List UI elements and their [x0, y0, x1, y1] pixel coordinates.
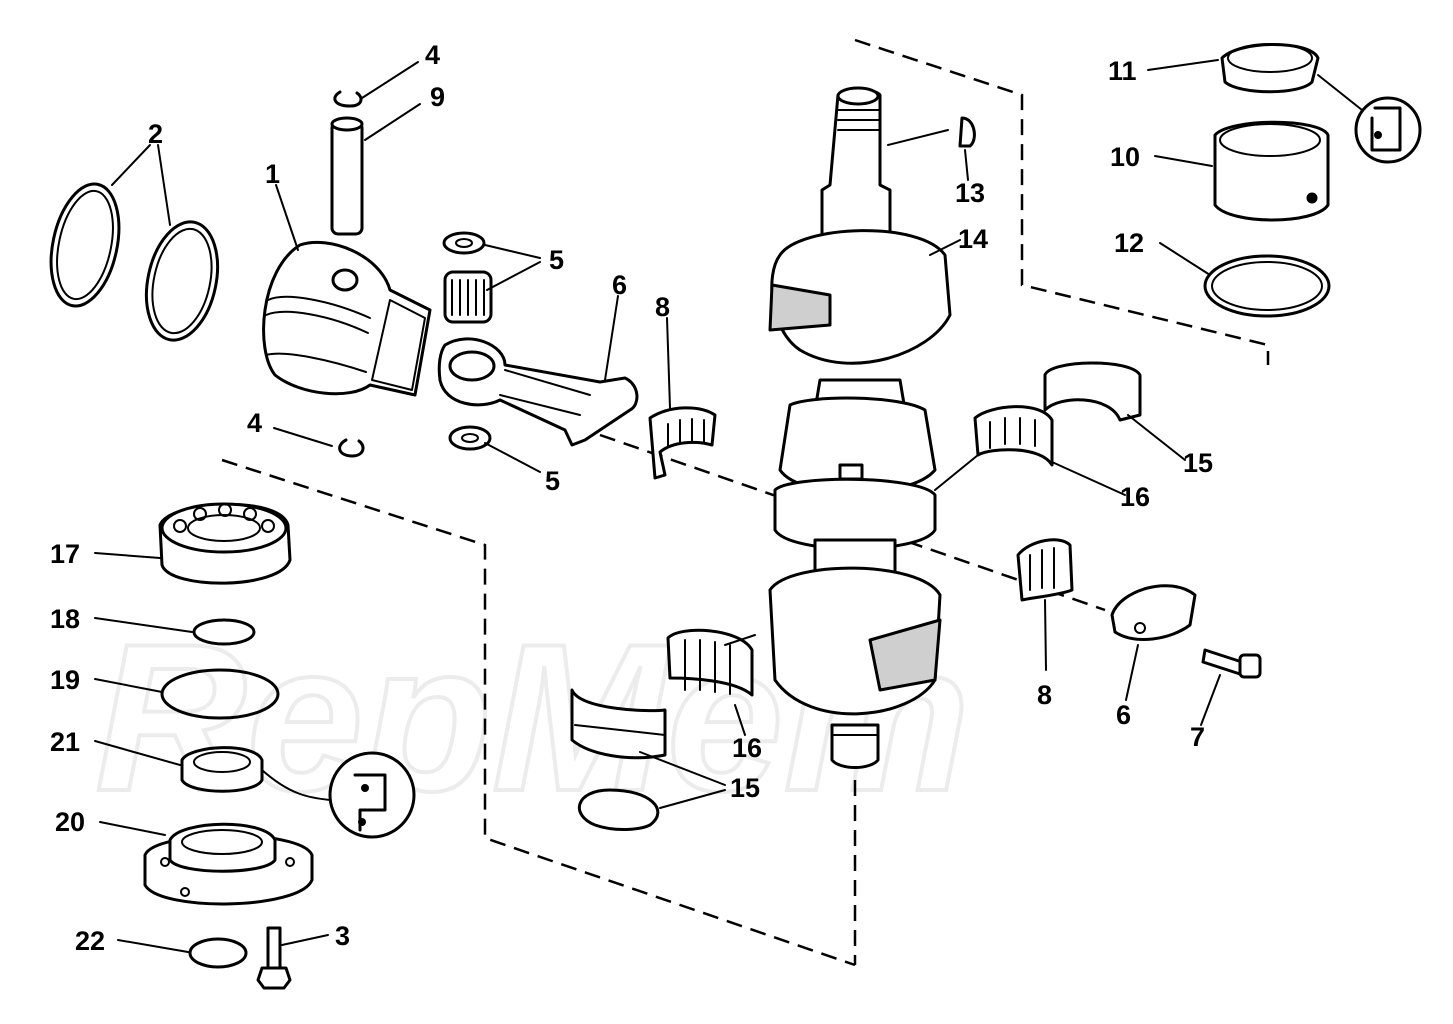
assembly-dash-rod: [599, 433, 1106, 612]
callout-6: 6: [1116, 700, 1131, 730]
callout-16: 16: [732, 733, 762, 763]
callout-19: 19: [50, 665, 80, 695]
leader-lines: [94, 59, 1363, 953]
bearing-cage-8-lower: [1016, 538, 1074, 602]
callout-22: 22: [75, 926, 105, 956]
callout-21: 21: [50, 727, 80, 757]
o-ring-22: [188, 937, 248, 969]
callout-5: 5: [549, 245, 564, 275]
callout-4: 4: [247, 408, 262, 438]
o-ring-12: [1203, 254, 1331, 318]
piston-ring-2a: [49, 182, 121, 308]
callout-10: 10: [1110, 142, 1140, 172]
callout-8: 8: [655, 292, 670, 322]
callout-13: 13: [955, 178, 985, 208]
o-ring-19: [160, 668, 280, 720]
bearing-half-15-upper: [1043, 361, 1142, 422]
piston-ring-2b: [144, 220, 220, 342]
callout-3: 3: [335, 921, 350, 951]
callout-9: 9: [430, 82, 445, 112]
thrust-washer-5-bottom: [448, 425, 492, 451]
connecting-rod-6: [437, 337, 639, 447]
callout-1: 1: [265, 159, 280, 189]
callout-labels: 4 9 2 1 5 6 8 4 5 13 14 11 10 12 15 16 1…: [50, 40, 1213, 956]
callout-18: 18: [50, 604, 80, 634]
callout-11: 11: [1108, 56, 1137, 86]
sealant-symbol-icon-lower: [328, 751, 416, 839]
crankshaft-14: [768, 86, 952, 769]
callout-2: 2: [148, 119, 163, 149]
woodruff-key-13: [958, 116, 976, 148]
screw-3: [256, 926, 292, 990]
seal-11: [1220, 43, 1320, 94]
bearing-cage-8-upper: [648, 406, 717, 480]
needle-bearing-5: [443, 270, 493, 324]
callout-20: 20: [55, 807, 85, 837]
retaining-ring-15: [577, 788, 660, 831]
roller-bearing-10: [1213, 120, 1330, 222]
retaining-clip-4-top: [333, 90, 363, 108]
rod-cap-screw-7: [1201, 648, 1262, 679]
callout-16: 16: [1120, 482, 1150, 512]
bearing-half-16-lower: [666, 628, 754, 697]
snap-ring-18: [192, 618, 256, 646]
retaining-clip-4-bottom: [338, 438, 365, 458]
callout-14: 14: [958, 224, 988, 254]
ball-bearing-17: [158, 502, 292, 585]
assembly-outline-bearing: [221, 458, 856, 967]
callout-7: 7: [1190, 722, 1205, 752]
callout-15: 15: [1183, 448, 1213, 478]
bearing-housing-20: [143, 822, 314, 906]
wrist-pin-9: [330, 116, 364, 236]
callout-6: 6: [612, 270, 627, 300]
callout-12: 12: [1114, 228, 1144, 258]
bearing-half-16-upper: [973, 405, 1054, 467]
callout-17: 17: [50, 539, 80, 569]
bearing-half-15-lower: [570, 688, 667, 760]
callout-15: 15: [730, 773, 760, 803]
callout-5: 5: [545, 466, 560, 496]
rod-cap-6: [1110, 584, 1197, 641]
thrust-washer-5-top: [442, 231, 486, 255]
sealant-symbol-icon-upper: [1354, 96, 1422, 164]
seal-21: [180, 746, 264, 793]
assembly-outline-crankshaft: [854, 38, 1270, 365]
piston-1: [262, 240, 432, 397]
callout-8: 8: [1037, 680, 1052, 710]
callout-4: 4: [425, 40, 440, 70]
